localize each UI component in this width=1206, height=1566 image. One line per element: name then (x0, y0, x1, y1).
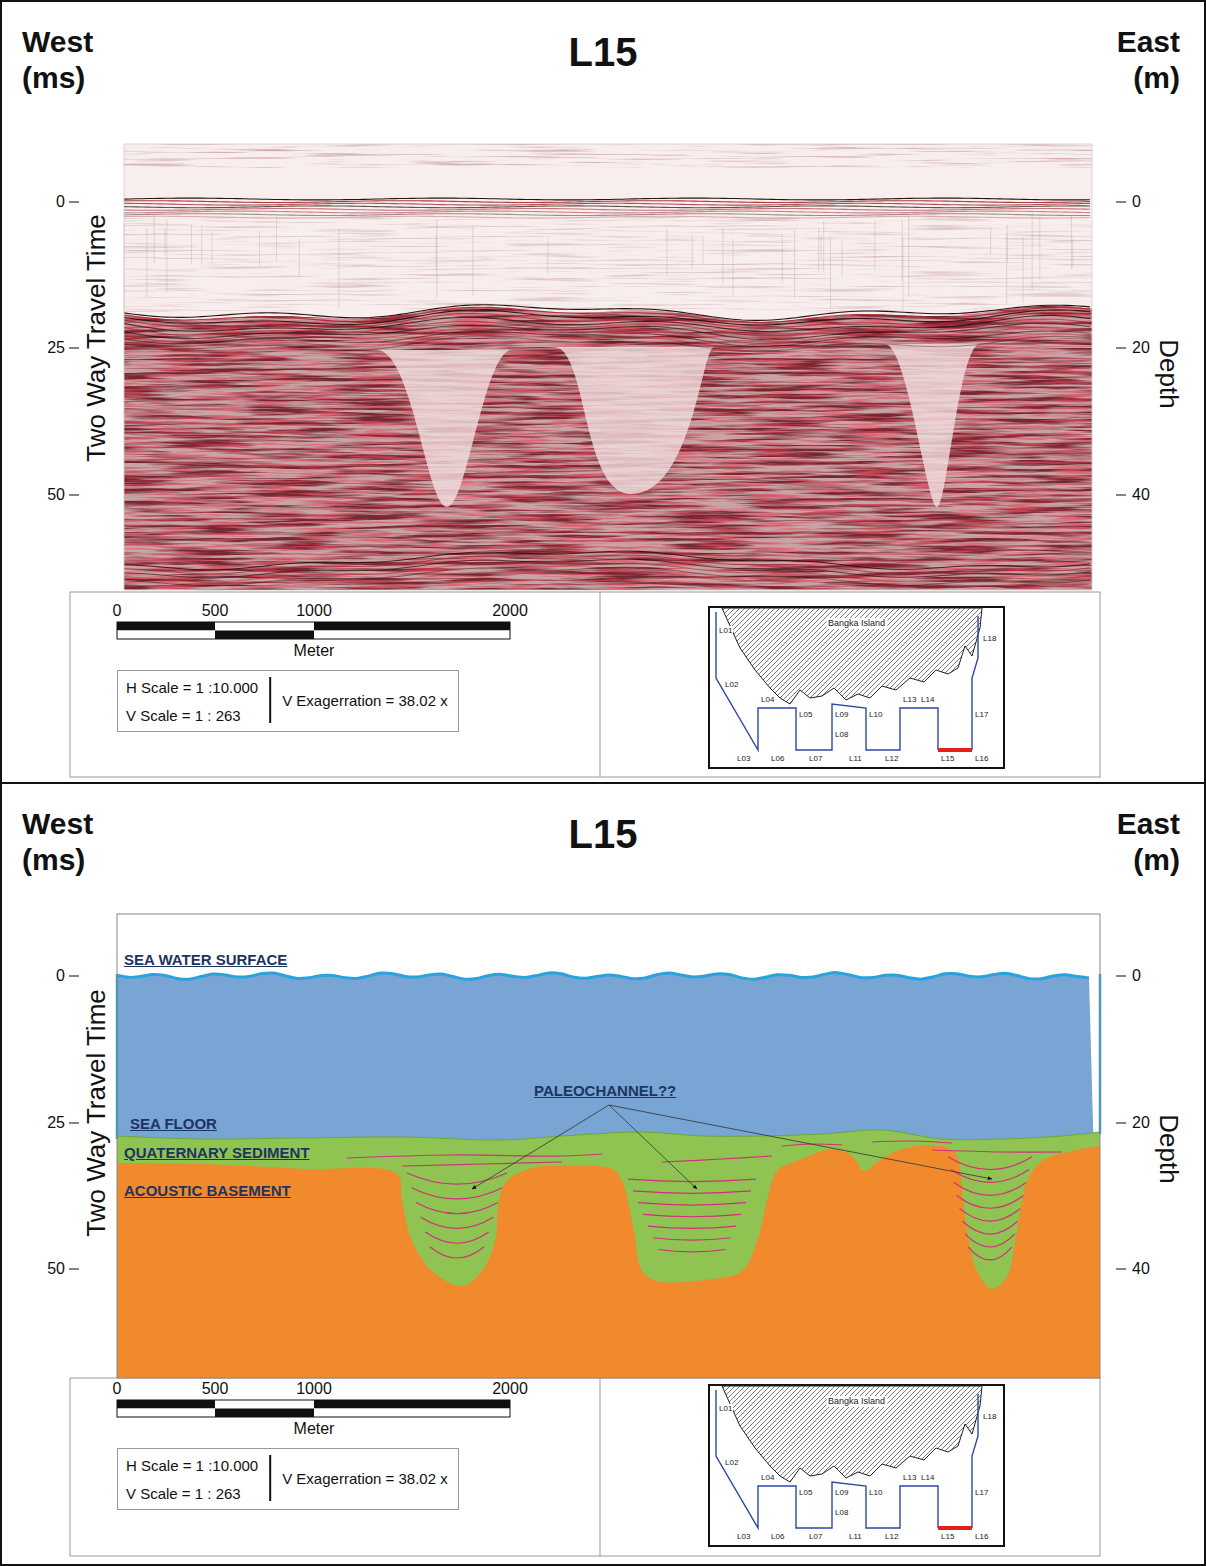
scale-number: 2000 (492, 601, 528, 620)
tick-label: 0 (56, 966, 65, 985)
layer-label: QUATERNARY SEDIMENT (124, 1144, 310, 1162)
scale-text: V Scale = 1 : 263 (126, 707, 241, 725)
layer-label: SEA WATER SURFACE (124, 951, 287, 969)
tick-label: 40 (1132, 485, 1150, 504)
label-layer: West (ms) East (m) 0 25 50 Two Way Travel Tim… (2, 2, 1204, 782)
callout-label: PALEOCHANNEL?? (534, 1082, 676, 1100)
tick-label: 0 (1132, 192, 1141, 211)
info-frame (70, 1378, 1100, 1556)
tick-label: 25 (47, 338, 65, 357)
leader-lines (472, 1105, 992, 1189)
panel-title: L15 (569, 810, 638, 858)
scale-text: V Exagerration = 38.02 x (282, 692, 448, 710)
map-illustration (710, 608, 1003, 767)
scale-number: 500 (202, 1379, 229, 1398)
axis-title: Depth (1152, 339, 1183, 408)
direction-label: East (m) (1068, 24, 1180, 96)
acoustic-basement (117, 1145, 1100, 1378)
panel-title: L15 (569, 28, 638, 76)
scale-box: H Scale = 1 :10.000 V Scale = 1 : 263 V Ex… (117, 1448, 459, 1510)
scale-number: 1000 (296, 1379, 332, 1398)
scale-text: V Scale = 1 : 263 (126, 1485, 241, 1503)
tick-label: 50 (47, 485, 65, 504)
axis-title: Two Way Travel Time (81, 214, 112, 462)
scale-number: 0 (113, 1379, 122, 1398)
tick-label: 0 (56, 192, 65, 211)
layer-label: ACOUSTIC BASEMENT (124, 1182, 291, 1200)
location-map: Bangka Island (708, 606, 1005, 769)
direction-label: West (ms) (22, 806, 134, 878)
panel-illustration (2, 2, 1206, 786)
scale-text: H Scale = 1 :10.000 (126, 679, 258, 697)
map-illustration (710, 1386, 1003, 1545)
scale-number: 0 (113, 601, 122, 620)
figure-panel: L15 H Scale = 1 :10.000 V Scale = 1 : 263 V… (0, 782, 1206, 1566)
seismic-profile (124, 144, 1092, 590)
info-divider (600, 1378, 601, 1556)
scale-number: 2000 (492, 1379, 528, 1398)
sediment-reflectors (347, 1141, 1062, 1260)
location-map: Bangka Island (708, 1384, 1005, 1547)
figure-panel: L15 H Scale = 1 :10.000 V Scale = 1 : 263 V… (0, 0, 1206, 784)
scale-unit: Meter (294, 641, 335, 660)
scale-text: H Scale = 1 :10.000 (126, 1457, 258, 1475)
scale-unit: Meter (294, 1419, 335, 1438)
scale-text: V Exagerration = 38.02 x (282, 1470, 448, 1488)
direction-label: West (ms) (22, 24, 134, 96)
layer-label: SEA FLOOR (130, 1115, 217, 1133)
map-label: Bangka Island (826, 1396, 887, 1407)
info-divider (600, 592, 601, 777)
tick-label: 40 (1132, 1259, 1150, 1278)
tick-label: 20 (1132, 1113, 1150, 1132)
scale-number: 1000 (296, 601, 332, 620)
tick-label: 20 (1132, 338, 1150, 357)
axis-title: Depth (1152, 1114, 1183, 1183)
tick-label: 50 (47, 1259, 65, 1278)
axis-title: Two Way Travel Time (81, 989, 112, 1237)
location-map-drawing (716, 1386, 982, 1528)
interpreted-section (117, 914, 1100, 1378)
location-map-drawing (716, 608, 982, 750)
quaternary-sediment (117, 1130, 1100, 1378)
scale-box: H Scale = 1 :10.000 V Scale = 1 : 263 V Ex… (117, 670, 459, 732)
scale-bar (117, 1400, 510, 1417)
info-frame (70, 592, 1100, 777)
scale-bar (117, 622, 510, 639)
tick-label: 25 (47, 1113, 65, 1132)
map-label: Bangka Island (826, 618, 887, 629)
label-layer: West (ms) East (m) 0 25 50 Two Way Travel Tim… (2, 784, 1204, 1564)
scale-number: 500 (202, 601, 229, 620)
sea-water (117, 973, 1100, 1378)
tick-label: 0 (1132, 966, 1141, 985)
direction-label: East (m) (1068, 806, 1180, 878)
